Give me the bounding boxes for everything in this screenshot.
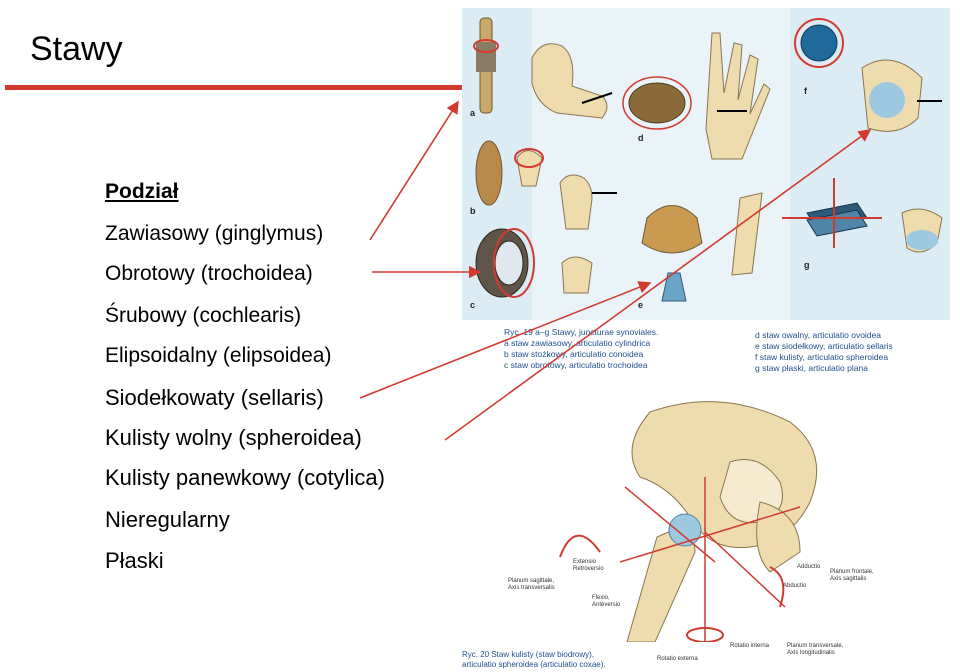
list-item-sellaris: Siodełkowaty (sellaris) — [105, 385, 324, 410]
label-rotatio-externa: Rotatio externa — [657, 656, 698, 662]
fig1-caption-g: g staw płaski, articulatio plana — [755, 363, 868, 373]
fig1-caption-e: e staw siodełkowy, articulatio sellaris — [755, 341, 893, 351]
fig2-caption-line2: articulatio spheroidea (articulatio coxa… — [462, 660, 606, 669]
list-item-nieregularny: Nieregularny — [105, 507, 230, 532]
panel-label-c: c — [470, 300, 476, 310]
list-item-elipsoidea: Elipsoidalny (elipsoidea) — [105, 344, 332, 367]
arrow-spheroidea — [444, 129, 872, 441]
label-planum-transversale: Planum transversale, Axis longitudinalis — [787, 643, 844, 656]
hip-joint-figure: Extensio Retroversio Planum sagittale, A… — [500, 392, 955, 662]
list-item-ginglymus: Zawiasowy (ginglymus) — [105, 222, 324, 245]
label-rotatio-interna: Rotatio interna — [730, 643, 770, 649]
fig1-caption-b: b staw stożkowy, articulatio conoidea — [504, 349, 644, 359]
subtitle: Podział — [105, 180, 179, 203]
label-flexio: Flexio, Anteversio — [592, 595, 621, 608]
slide-title: Stawy — [30, 30, 123, 68]
label-abductio: Abductio — [783, 583, 807, 589]
list-item-trochoidea: Obrotowy (trochoidea) — [105, 262, 313, 285]
label-planum-frontale: Planum frontale, Axis sagittalis — [830, 569, 874, 582]
arrow-sellaris — [359, 281, 652, 399]
panel-label-f: f — [804, 86, 807, 96]
label-extensio: Extensio Retroversio — [573, 559, 604, 572]
label-adductio: Adductio — [797, 564, 821, 570]
hip-joint-illustration — [559, 401, 818, 642]
fig1-caption-d: d staw owalny, articulatio ovoidea — [755, 330, 881, 340]
fig1-caption-title: Ryc. 19 a–g Stawy, juncturae synoviales. — [504, 327, 659, 337]
list-item-cotylica: Kulisty panewkowy (cotylica) — [105, 465, 385, 490]
panel-label-e: e — [638, 300, 644, 310]
list-item-plaski: Płaski — [105, 548, 164, 573]
list-item-cochlearis: Śrubowy (cochlearis) — [105, 304, 302, 327]
fig1-caption-c: c staw obrotowy, articulatio trochoidea — [504, 360, 648, 370]
list-item-spheroidea: Kulisty wolny (spheroidea) — [105, 425, 362, 450]
panel-label-b: b — [470, 206, 476, 216]
panel-label-g: g — [804, 260, 810, 270]
fig1-caption-f: f staw kulisty, articulatio spheroidea — [755, 352, 889, 362]
fig2-caption-line1: Ryc. 20 Staw kulisty (staw biodrowy), — [462, 650, 595, 659]
label-planum-sagittale: Planum sagittale, Axis transversalis — [508, 578, 555, 591]
arrow-ginglymus — [369, 100, 459, 241]
panel-label-a: a — [470, 108, 476, 118]
title-underline — [5, 85, 465, 90]
panel-label-d: d — [638, 133, 644, 143]
